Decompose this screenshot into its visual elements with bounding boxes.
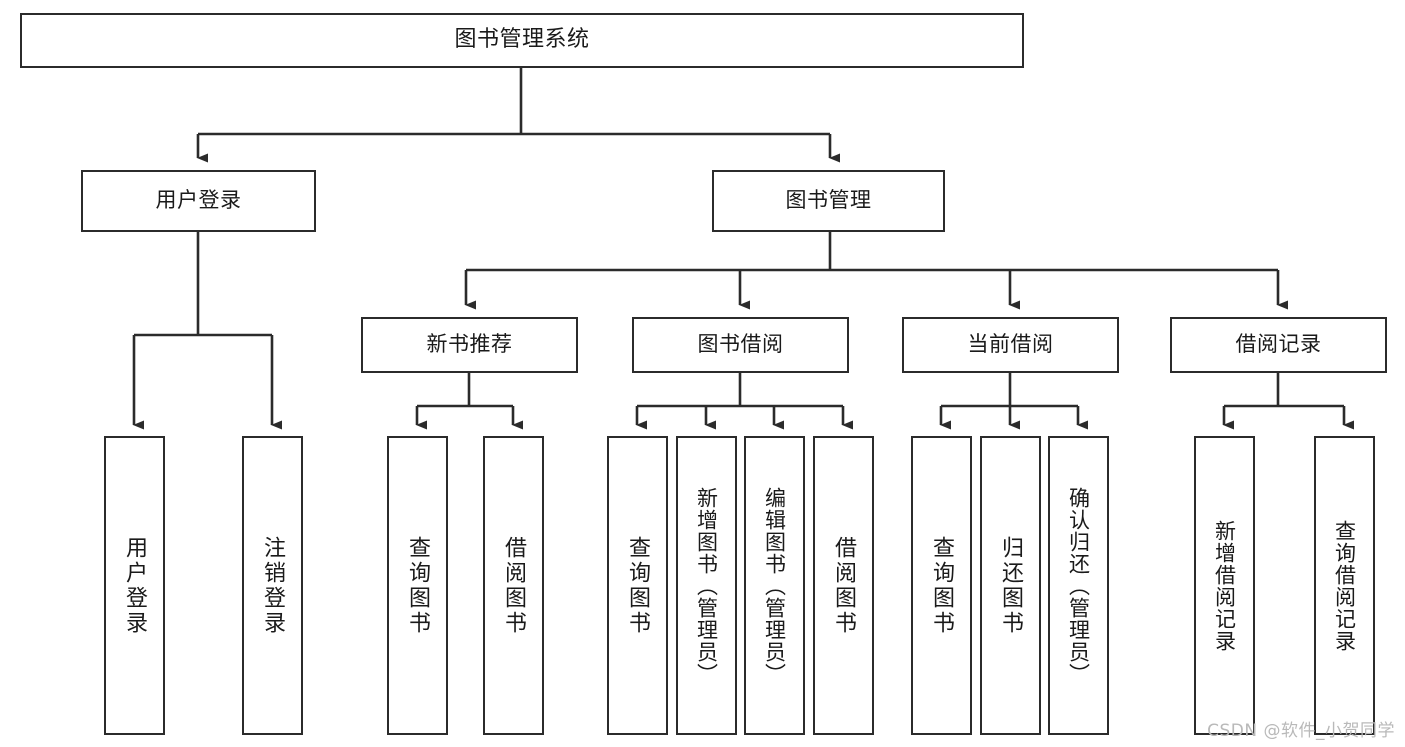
leaf-return-book[interactable]: 归还图书: [980, 436, 1041, 735]
node-book-manage-label: 图书管理: [785, 188, 872, 213]
leaf-edit-book[interactable]: 编辑图书（管理员）: [744, 436, 805, 735]
node-new-book-rec-label: 新书推荐: [426, 332, 513, 357]
leaf-query-book-2[interactable]: 查询图书: [607, 436, 668, 735]
leaf-query-book-3[interactable]: 查询图书: [911, 436, 972, 735]
csdn-watermark: CSDN @软件_小贺同学: [1207, 721, 1395, 741]
leaf-query-book-1-label: 查询图书: [405, 535, 431, 636]
leaf-query-book-3-label: 查询图书: [929, 535, 955, 636]
node-root-label: 图书管理系统: [454, 27, 590, 53]
leaf-borrow-book-2[interactable]: 借阅图书: [813, 436, 874, 735]
node-book-borrow[interactable]: 图书借阅: [632, 317, 849, 373]
node-borrow-record-label: 借阅记录: [1235, 332, 1322, 357]
leaf-query-record-label: 查询借阅记录: [1332, 519, 1357, 652]
leaf-borrow-book-1-label: 借阅图书: [501, 535, 527, 636]
node-new-book-rec[interactable]: 新书推荐: [361, 317, 578, 373]
leaf-add-book-label: 新增图书（管理员）: [694, 486, 719, 685]
leaf-confirm-return[interactable]: 确认归还（管理员）: [1048, 436, 1109, 735]
leaf-query-record[interactable]: 查询借阅记录: [1314, 436, 1375, 735]
leaf-confirm-return-label: 确认归还（管理员）: [1066, 486, 1091, 685]
leaf-add-book[interactable]: 新增图书（管理员）: [676, 436, 737, 735]
leaf-add-record[interactable]: 新增借阅记录: [1194, 436, 1255, 735]
leaf-borrow-book-1[interactable]: 借阅图书: [483, 436, 544, 735]
node-current-borrow[interactable]: 当前借阅: [902, 317, 1119, 373]
node-user-login[interactable]: 用户登录: [81, 170, 316, 232]
leaf-return-book-label: 归还图书: [998, 535, 1024, 636]
node-user-login-label: 用户登录: [155, 188, 242, 213]
leaf-user-login-label: 用户登录: [122, 535, 148, 636]
leaf-edit-book-label: 编辑图书（管理员）: [762, 486, 787, 685]
leaf-query-book-2-label: 查询图书: [625, 535, 651, 636]
leaf-logout-login-label: 注销登录: [260, 535, 286, 636]
node-book-manage[interactable]: 图书管理: [712, 170, 945, 232]
leaf-logout-login[interactable]: 注销登录: [242, 436, 303, 735]
node-current-borrow-label: 当前借阅: [967, 332, 1054, 357]
node-root[interactable]: 图书管理系统: [20, 13, 1024, 68]
leaf-user-login[interactable]: 用户登录: [104, 436, 165, 735]
leaf-add-record-label: 新增借阅记录: [1212, 519, 1237, 652]
node-borrow-record[interactable]: 借阅记录: [1170, 317, 1387, 373]
leaf-borrow-book-2-label: 借阅图书: [831, 535, 857, 636]
node-book-borrow-label: 图书借阅: [697, 332, 784, 357]
leaf-query-book-1[interactable]: 查询图书: [387, 436, 448, 735]
